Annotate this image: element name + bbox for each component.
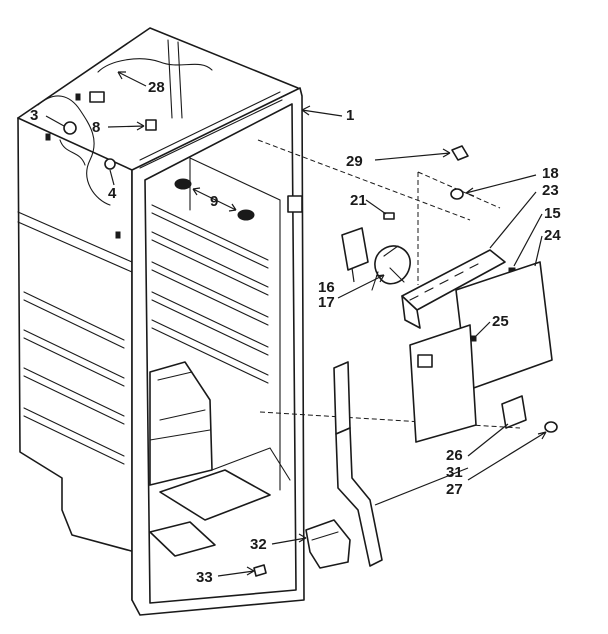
leader-23 (489, 191, 537, 249)
leader-15 (513, 213, 543, 267)
part-17-fan-motor (374, 245, 411, 285)
part-16-fan-bracket (341, 227, 369, 271)
callout-21: 21 (350, 192, 367, 209)
leader-4 (109, 169, 115, 186)
leader-31 (374, 467, 469, 506)
callout-16: 16 (318, 279, 335, 296)
part-32-hinge-cover (305, 519, 351, 569)
liner-lower-duct (149, 361, 213, 486)
shroud-lower (401, 295, 421, 329)
part-31-duct-upper (333, 361, 351, 435)
callout-26: 26 (446, 447, 463, 464)
leader-24 (534, 235, 543, 267)
ref-line-cabinet-to-fan (257, 139, 471, 221)
callout-3: 3 (30, 107, 38, 124)
leader-8 (107, 121, 145, 131)
callout-4: 4 (108, 185, 117, 202)
part-33-screw (253, 564, 267, 577)
part-26-rear-panel (409, 324, 477, 443)
part-9-double-arrow (192, 187, 237, 212)
liner-shelf-rails (151, 204, 269, 384)
part-26-bracket (501, 395, 527, 429)
fan-blade (371, 245, 405, 291)
fan-assembly (341, 145, 558, 443)
cabinet-back-panel (17, 27, 301, 119)
callout-27: 27 (446, 481, 463, 498)
leader-33 (217, 566, 255, 577)
liner-duct-detail (149, 371, 211, 441)
callout-29: 29 (346, 153, 363, 170)
leader-3 (45, 115, 65, 127)
duct-trim-assembly (333, 361, 383, 567)
callout-23: 23 (542, 182, 559, 199)
part-9-glide-right (237, 209, 255, 221)
cabinet-hole-1 (45, 133, 51, 141)
leader-25 (475, 321, 491, 337)
part-21-screw (383, 212, 395, 220)
cabinet-left-side (17, 117, 136, 606)
leader-21 (365, 199, 387, 215)
callout-33: 33 (196, 569, 213, 586)
part-18-plug (450, 188, 464, 200)
lower-parts (253, 519, 351, 577)
callout-17: 17 (318, 294, 335, 311)
leader-lines (45, 71, 547, 577)
leader-16 (351, 267, 355, 283)
callout-28: 28 (148, 79, 165, 96)
cabinet-top-clip (89, 91, 105, 103)
callout-18: 18 (542, 165, 559, 182)
liner-inner-opening (144, 103, 297, 604)
callout-32: 32 (250, 536, 267, 553)
callout-31: 31 (446, 464, 463, 481)
cabinet-side-seam (17, 211, 133, 273)
cabinet-top-bracket (167, 39, 183, 119)
part-9-glide-left (174, 178, 192, 190)
liner-top-rail (139, 91, 283, 169)
callout-labels: 1 3 4 8 9 15 16 17 18 21 23 24 25 26 27 … (30, 79, 561, 586)
leader-1 (301, 105, 343, 117)
cabinet-hole-2 (115, 231, 121, 239)
liner-side-bracket (287, 195, 303, 213)
part-8-bolt-head (145, 119, 157, 131)
leader-28 (117, 71, 147, 87)
liner-floor-pan (159, 469, 271, 521)
cabinet-top-wiring (37, 58, 213, 206)
callout-1: 1 (346, 107, 354, 124)
leader-26 (467, 423, 509, 457)
part-31-duct-lower (335, 427, 383, 567)
shroud-slots (409, 263, 479, 301)
cabinet-assembly (17, 27, 521, 616)
cabinet-side-ribs (23, 291, 125, 465)
leader-27 (467, 431, 547, 481)
liner-floor-edge (211, 447, 291, 481)
leader-29 (374, 148, 451, 161)
leader-17 (337, 274, 385, 299)
liner-floor-pan-front (149, 521, 216, 557)
callout-24: 24 (544, 227, 561, 244)
leader-32 (271, 533, 307, 545)
callout-25: 25 (492, 313, 509, 330)
part-3-grommet (63, 121, 77, 135)
leader-18 (465, 174, 537, 197)
callout-9: 9 (210, 193, 218, 210)
callout-8: 8 (92, 119, 100, 136)
part-32-detail (311, 531, 339, 541)
rear-panel-cutout (417, 354, 433, 368)
part-27-plug (544, 421, 558, 433)
cabinet-hole-3 (75, 93, 81, 101)
part-4-screw (104, 158, 116, 170)
callout-15: 15 (544, 205, 561, 222)
part-29-clip (451, 145, 469, 161)
